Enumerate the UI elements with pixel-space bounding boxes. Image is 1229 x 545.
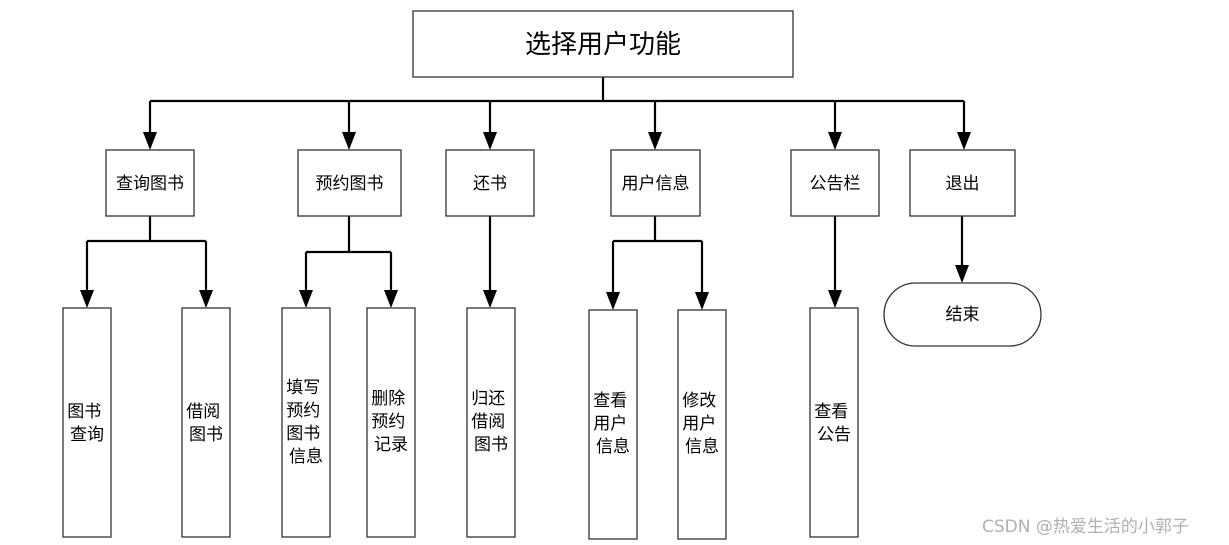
category-node-reserve-books: 预约图书	[297, 149, 402, 217]
arrowhead	[342, 132, 356, 150]
arrowhead	[955, 265, 969, 283]
category-label: 查询图书	[116, 174, 184, 194]
arrowhead	[828, 132, 842, 150]
leaf-label: 图书 查询	[67, 402, 106, 445]
arrowhead	[199, 290, 213, 308]
leaf-node-edit-user-info: 修改 用户 信息	[677, 309, 727, 540]
arrowhead	[299, 290, 313, 308]
leaf-label: 借阅 图书	[186, 402, 225, 445]
arrowhead	[483, 290, 497, 308]
category-node-query-books: 查询图书	[105, 149, 195, 217]
leaf-label: 查看 用户 信息	[593, 391, 632, 457]
category-label: 预约图书	[316, 174, 384, 194]
leaf-node-view-bulletin: 查看 公告	[809, 307, 859, 538]
leaf-label: 归还 借阅 图书	[471, 389, 510, 455]
end-label: 结束	[946, 305, 980, 325]
category-node-bulletin: 公告栏	[790, 149, 880, 217]
end-terminal: 结束	[883, 282, 1042, 347]
root-label: 选择用户功能	[525, 30, 681, 60]
connector-lines	[80, 77, 971, 310]
category-node-user-info: 用户信息	[610, 149, 701, 217]
arrowhead	[648, 132, 662, 150]
arrowhead	[695, 292, 709, 310]
leaf-label: 填写 预约 图书 信息	[286, 378, 325, 467]
category-label: 用户信息	[622, 174, 690, 194]
leaf-node-borrow-books: 借阅 图书	[181, 307, 231, 538]
leaf-label: 修改 用户 信息	[682, 391, 721, 457]
leaf-label: 查看 公告	[814, 402, 853, 445]
category-label: 公告栏	[810, 174, 861, 194]
arrowhead	[384, 290, 398, 308]
arrowhead	[80, 290, 94, 308]
leaf-node-book-search: 图书 查询	[62, 307, 112, 538]
category-node-return-books: 还书	[445, 149, 535, 217]
arrowhead	[828, 290, 842, 308]
category-node-exit: 退出	[909, 149, 1016, 217]
category-label: 还书	[473, 174, 507, 194]
leaf-node-view-user-info: 查看 用户 信息	[588, 309, 638, 540]
arrowhead	[957, 132, 971, 150]
arrowhead	[143, 132, 157, 150]
leaf-node-return-borrowed: 归还 借阅 图书	[466, 307, 516, 538]
watermark: CSDN @热爱生活的小郭子	[982, 517, 1189, 537]
root-box	[412, 10, 794, 78]
category-label: 退出	[946, 174, 980, 194]
leaf-node-delete-reservation: 删除 预约 记录	[366, 307, 416, 538]
leaf-label: 删除 预约 记录	[371, 389, 410, 455]
arrowhead	[483, 132, 497, 150]
arrowhead	[606, 292, 620, 310]
root-node: 选择用户功能	[412, 10, 794, 78]
leaf-node-fill-reservation: 填写 预约 图书 信息	[281, 307, 331, 538]
